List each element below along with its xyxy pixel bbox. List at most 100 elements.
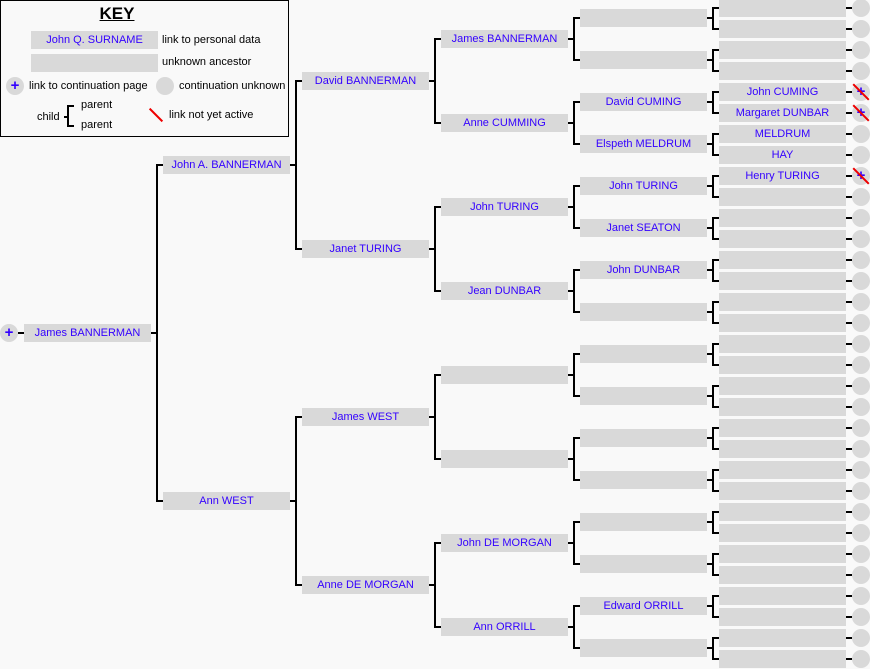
connector-line xyxy=(712,553,714,576)
unknown-ancestor xyxy=(580,9,707,27)
connector-line xyxy=(712,427,714,450)
continuation-unknown-icon xyxy=(852,629,870,647)
unknown-ancestor xyxy=(719,608,846,626)
ancestor-link[interactable]: John DE MORGAN xyxy=(441,534,568,552)
connector-line xyxy=(846,616,852,618)
connector-line xyxy=(295,80,297,250)
ancestor-link[interactable]: James BANNERMAN xyxy=(24,324,151,342)
connector-line xyxy=(712,196,719,198)
ancestor-link[interactable]: David CUMING xyxy=(580,93,707,111)
ancestor-link[interactable]: MELDRUM xyxy=(719,125,846,143)
connector-line xyxy=(846,154,852,156)
ancestor-link[interactable]: John CUMING xyxy=(719,83,846,101)
connector-line xyxy=(568,626,574,628)
connector-line xyxy=(712,49,719,51)
connector-line xyxy=(712,259,714,282)
connector-line xyxy=(846,196,852,198)
key-parent-label: parent xyxy=(81,99,113,111)
ancestor-link[interactable]: Anne DE MORGAN xyxy=(302,576,429,594)
continuation-unknown-icon xyxy=(852,608,870,626)
ancestor-link[interactable]: John TURING xyxy=(580,177,707,195)
connector-line xyxy=(295,416,302,418)
connector-line xyxy=(573,185,575,229)
connector-line xyxy=(295,80,302,82)
connector-line xyxy=(712,595,714,618)
unknown-ancestor xyxy=(719,482,846,500)
connector-line xyxy=(434,206,441,208)
ancestor-link[interactable]: John A. BANNERMAN xyxy=(163,156,290,174)
key-title: KEY xyxy=(99,4,135,23)
connector-line xyxy=(846,595,852,597)
connector-line xyxy=(712,91,719,93)
connector-line xyxy=(846,238,852,240)
connector-line xyxy=(712,133,719,135)
unknown-ancestor xyxy=(719,209,846,227)
ancestor-link[interactable]: Henry TURING xyxy=(719,167,846,185)
ancestor-link[interactable]: Margaret DUNBAR xyxy=(719,104,846,122)
ancestor-link[interactable]: Jean DUNBAR xyxy=(441,282,568,300)
unknown-ancestor xyxy=(719,461,846,479)
ancestor-link[interactable]: Ann WEST xyxy=(163,492,290,510)
key-child-label: child xyxy=(37,111,60,123)
connector-line xyxy=(151,332,157,334)
continuation-unknown-icon xyxy=(852,587,870,605)
connector-line xyxy=(712,154,719,156)
connector-line xyxy=(712,217,714,240)
connector-line xyxy=(707,521,713,523)
connector-line xyxy=(846,280,852,282)
ancestor-link[interactable]: David BANNERMAN xyxy=(302,72,429,90)
connector-line xyxy=(573,647,580,649)
connector-line xyxy=(712,469,719,471)
connector-line xyxy=(846,364,852,366)
connector-line xyxy=(573,521,575,565)
unknown-ancestor xyxy=(580,345,707,363)
connector-line xyxy=(573,353,575,397)
connector-line xyxy=(573,437,575,481)
key-parent-label: parent xyxy=(81,119,113,131)
connector-line xyxy=(573,311,580,313)
ancestor-link[interactable]: Elspeth MELDRUM xyxy=(580,135,707,153)
continuation-unknown-icon xyxy=(852,419,870,437)
connector-line xyxy=(434,626,441,628)
connector-line xyxy=(707,311,713,313)
ancestor-link[interactable]: Janet TURING xyxy=(302,240,429,258)
inactive-continuation-icon: + xyxy=(852,104,870,122)
connector-line xyxy=(568,290,574,292)
ancestor-link[interactable]: John TURING xyxy=(441,198,568,216)
ancestor-link[interactable]: John DUNBAR xyxy=(580,261,707,279)
continuation-unknown-icon xyxy=(852,188,870,206)
connector-line xyxy=(434,122,441,124)
connector-line xyxy=(846,658,852,660)
continuation-plus-button[interactable]: + xyxy=(0,324,18,342)
connector-line xyxy=(846,7,852,9)
connector-line xyxy=(846,406,852,408)
unknown-ancestor xyxy=(719,398,846,416)
connector-line xyxy=(573,605,575,649)
connector-line xyxy=(573,185,580,187)
connector-line xyxy=(846,469,852,471)
connector-line xyxy=(712,595,719,597)
connector-line xyxy=(846,385,852,387)
connector-line xyxy=(846,259,852,261)
ancestor-link[interactable]: Anne CUMMING xyxy=(441,114,568,132)
continuation-unknown-icon xyxy=(852,545,870,563)
plus-icon: + xyxy=(6,77,24,95)
ancestor-link[interactable]: HAY xyxy=(719,146,846,164)
connector-line xyxy=(568,542,574,544)
connector-line xyxy=(573,269,580,271)
connector-line xyxy=(707,17,713,19)
connector-line xyxy=(712,658,719,660)
connector-line xyxy=(712,385,719,387)
key-cont-unknown-label: continuation unknown xyxy=(179,80,286,92)
connector-line xyxy=(573,353,580,355)
connector-line xyxy=(846,553,852,555)
ancestor-link[interactable]: James BANNERMAN xyxy=(441,30,568,48)
continuation-unknown-icon xyxy=(852,566,870,584)
ancestor-link[interactable]: Ann ORRILL xyxy=(441,618,568,636)
connector-line xyxy=(707,479,713,481)
connector-line xyxy=(434,206,436,292)
ancestor-link[interactable]: Janet SEATON xyxy=(580,219,707,237)
connector-line xyxy=(712,301,719,303)
ancestor-link[interactable]: James WEST xyxy=(302,408,429,426)
ancestor-link[interactable]: Edward ORRILL xyxy=(580,597,707,615)
